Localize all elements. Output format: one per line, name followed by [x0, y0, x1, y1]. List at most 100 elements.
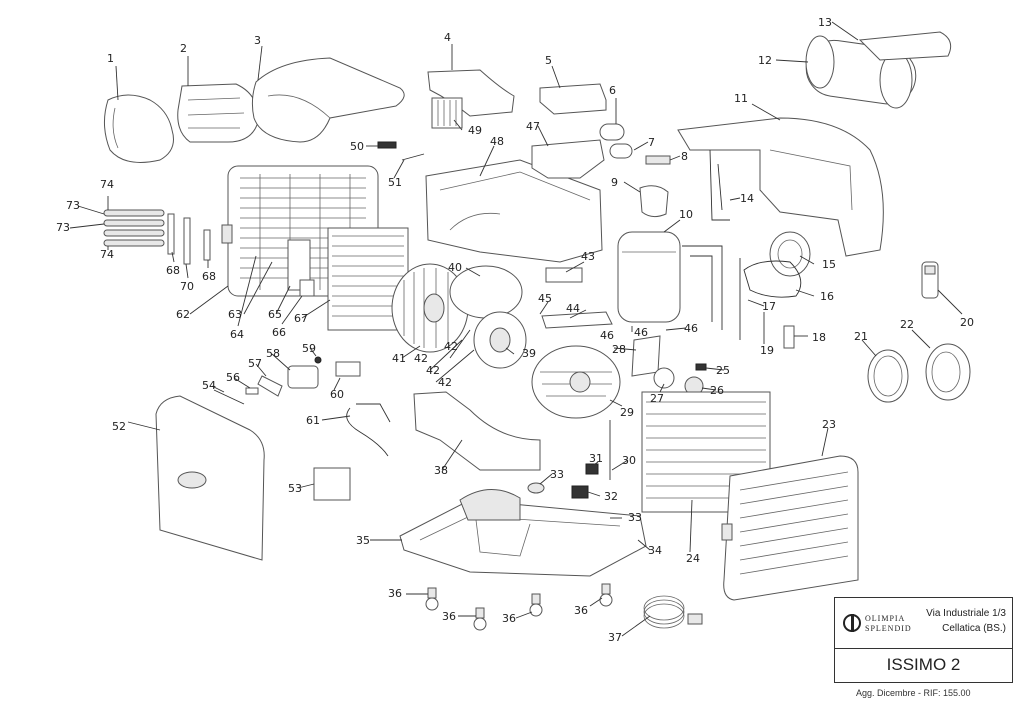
callout-58: 15	[822, 258, 836, 271]
callout-1: 52	[112, 420, 126, 433]
callout-39: 24	[686, 552, 700, 565]
callout-27: 41	[392, 352, 406, 365]
callout-20: 50	[350, 140, 364, 153]
part-38-front-grille	[723, 455, 859, 601]
callout-74: 38	[434, 464, 448, 477]
callout-37: 36	[388, 587, 402, 600]
callout-41: 19	[760, 344, 774, 357]
callout-50: 64	[230, 328, 244, 341]
callout-60: 17	[762, 300, 776, 313]
callout-40: 18	[812, 331, 826, 344]
callout-68: 39	[522, 347, 536, 360]
callout-37d: 36	[574, 604, 588, 617]
part-8-board	[335, 361, 361, 377]
leader-lines	[69, 21, 963, 637]
title-block-header: OLIMPIA SPLENDID Via Industriale 1/3 Cel…	[835, 598, 1012, 649]
part-4-bracket	[245, 387, 259, 395]
part-5-arm	[257, 375, 283, 397]
part-29-nozzle	[858, 31, 952, 61]
title-block: OLIMPIA SPLENDID Via Industriale 1/3 Cel…	[834, 597, 1013, 683]
part-20-sensor	[377, 141, 397, 149]
callout-32: 29	[620, 406, 634, 419]
callout-11: 63	[228, 308, 242, 321]
callout-38: 23	[822, 418, 836, 431]
callout-53: 7	[648, 136, 655, 149]
part-60-pipes	[682, 245, 741, 340]
callout-26: 48	[490, 135, 504, 148]
part-6-display	[287, 365, 319, 389]
callout-65: 20	[960, 316, 974, 329]
brand-name-line2: SPLENDID	[865, 624, 912, 633]
part-64-cable	[346, 403, 391, 457]
callout-3: 54	[202, 379, 216, 392]
revision-note: Agg. Dicembre - RIF: 155.00	[856, 688, 971, 698]
callout-34: 33	[628, 511, 642, 524]
brand-name-line1: OLIMPIA	[865, 614, 906, 623]
callout-70a: 42	[444, 340, 458, 353]
callout-59: 16	[820, 290, 834, 303]
model-name: ISSIMO 2	[886, 655, 961, 674]
callout-30: 22	[900, 318, 914, 331]
part-51-clip	[299, 279, 315, 297]
part-23-duct	[427, 69, 515, 117]
callout-33: 32	[604, 490, 618, 503]
part-54-capacitor	[599, 123, 625, 141]
address-line1: Via Industriale 1/3	[926, 608, 1006, 619]
callout-64: 61	[306, 414, 320, 427]
part-16-filter-strip	[103, 229, 165, 237]
callout-28: 12	[758, 54, 772, 67]
part-74-volute	[413, 391, 541, 471]
callout-6: 58	[266, 347, 280, 360]
part-1-front-panel	[155, 395, 265, 561]
callout-47c: 46	[684, 322, 698, 335]
callout-12: 62	[176, 308, 190, 321]
part-18-cover	[177, 83, 259, 143]
part-21-wire	[401, 153, 425, 161]
callout-48: 9	[611, 176, 618, 189]
callout-70c: 42	[426, 364, 440, 377]
callout-56: 14	[740, 192, 754, 205]
callout-14: 70	[180, 280, 194, 293]
part-17-filter-cover	[104, 94, 174, 163]
part-57-back-casing	[677, 117, 884, 257]
callout-labels: 1 2 3 4 5 6 7 8 9 10 11 12 13 14 15 16 1…	[56, 16, 974, 644]
part-2-swing-motor	[313, 467, 351, 501]
part-31-ring	[867, 349, 909, 403]
callout-5: 57	[248, 357, 262, 370]
part-13-clip	[167, 213, 175, 255]
address-line2: Cellatica (BS.)	[942, 623, 1006, 634]
callout-13b: 68	[202, 270, 216, 283]
callout-8: 60	[330, 388, 344, 401]
callout-15a: 73	[66, 199, 80, 212]
callout-36: 35	[356, 534, 370, 547]
part-37-castors	[425, 583, 613, 631]
callout-75: 31	[589, 452, 603, 465]
callout-44: 25	[716, 364, 730, 377]
part-75-float	[585, 463, 599, 475]
part-25-cover	[531, 139, 605, 179]
part-58-collar	[769, 231, 811, 277]
callout-13a: 68	[166, 264, 180, 277]
callout-66: 37	[608, 631, 622, 644]
callout-70d: 42	[438, 376, 452, 389]
callout-19: 3	[254, 34, 261, 47]
part-44-screw	[695, 363, 707, 371]
callout-37c: 36	[502, 612, 516, 625]
part-3-shaft	[213, 389, 245, 405]
part-19-top-cover	[251, 57, 405, 143]
callout-9: 67	[294, 312, 308, 325]
callout-22: 49	[468, 124, 482, 137]
callout-21: 51	[388, 176, 402, 189]
part-61-board	[545, 267, 583, 283]
callout-51: 66	[272, 326, 286, 339]
callout-24: 5	[545, 54, 552, 67]
callout-49: 10	[679, 208, 693, 221]
callout-34b: 33	[550, 468, 564, 481]
part-22-grid	[431, 97, 463, 129]
callout-54: 6	[609, 84, 616, 97]
part-30-adapter	[925, 343, 971, 401]
callout-7: 59	[302, 342, 316, 355]
callout-25: 47	[526, 120, 540, 133]
callout-16a: 74	[100, 178, 114, 191]
